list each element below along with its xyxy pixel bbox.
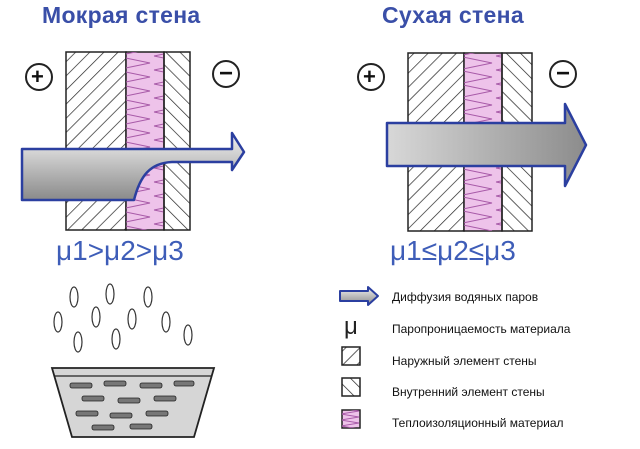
left-minus-sign: [212, 60, 240, 88]
left-minus-glyph: −: [219, 60, 234, 87]
legend-hatch-inner-icon: [341, 377, 361, 397]
legend-label-diffusion: Диффузия водяных паров: [392, 290, 539, 304]
right-plus-sign: [357, 63, 385, 91]
left-insulation-zigzag: [126, 52, 164, 230]
left-plus-sign: [25, 63, 53, 91]
right-plus-glyph: +: [363, 64, 376, 89]
left-wall: [65, 51, 191, 231]
right-formula: μ1≤μ2≤μ3: [390, 235, 516, 266]
legend-insulation-zigzag: [342, 410, 360, 428]
legend-arrow-icon: [339, 286, 379, 306]
left-formula: μ1>μ2>μ3: [56, 235, 184, 266]
legend-hatch-outer-icon: [341, 346, 361, 366]
left-plus-glyph: +: [31, 64, 44, 89]
right-minus-glyph: −: [556, 60, 571, 87]
left-title: Мокрая стена: [42, 2, 201, 28]
right-title: Сухая стена: [382, 2, 524, 28]
legend-label-insulation: Теплоизоляционный материал: [392, 416, 564, 430]
water-bowl: [50, 367, 216, 438]
right-diffusion-arrow: [385, 102, 588, 188]
legend-label-inner: Внутренний элемент стены: [392, 385, 545, 399]
right-minus-sign: [549, 60, 577, 88]
left-diffusion-arrow: [20, 131, 246, 202]
legend-label-outer: Наружный элемент стены: [392, 354, 537, 368]
left-outer-layer: [65, 51, 127, 231]
vapor-drops: [53, 283, 193, 353]
legend-label-permeability: Паропроницаемость материала: [392, 322, 571, 336]
legend-mu-symbol: μ: [344, 313, 358, 340]
left-inner-layer: [163, 51, 191, 231]
